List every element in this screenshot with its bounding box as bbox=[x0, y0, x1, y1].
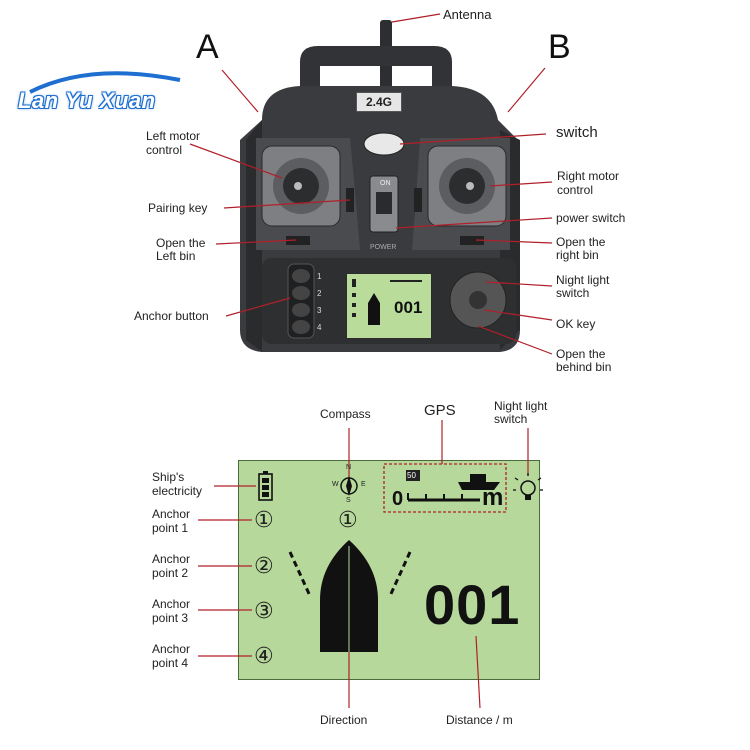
direction-label: Direction bbox=[320, 713, 368, 727]
anchor-button-number-3: 3 bbox=[317, 306, 322, 315]
corner-b-label: B bbox=[548, 28, 571, 66]
switch-label: switch bbox=[556, 124, 598, 141]
distance-value: 001 bbox=[424, 573, 521, 636]
anchor-point-2-label-2: point 2 bbox=[152, 566, 189, 580]
left-motor-label-1: Left motor bbox=[146, 129, 201, 143]
gps-label: GPS bbox=[424, 402, 456, 419]
anchor-point-4-label-2: point 4 bbox=[152, 656, 189, 670]
anchor-point-4-label-1: Anchor bbox=[152, 642, 191, 656]
open-behind-bin-label-2: behind bin bbox=[556, 360, 612, 374]
open-left-bin-label-1: Open the bbox=[156, 236, 206, 250]
anchor-button-number-4: 4 bbox=[317, 323, 322, 332]
anchor-point-3-indicator: ③ bbox=[254, 598, 274, 623]
ships-electricity-label-2: electricity bbox=[152, 484, 203, 498]
anchor-point-3-label-1: Anchor bbox=[152, 597, 191, 611]
corner-a-label: A bbox=[196, 28, 219, 66]
open-behind-bin-label-1: Open the bbox=[556, 347, 606, 361]
compass-e: E bbox=[361, 481, 366, 488]
right-motor-label-2: control bbox=[557, 183, 594, 197]
gps-zero: 0 bbox=[392, 488, 404, 510]
anchor-point-4-indicator: ④ bbox=[254, 643, 274, 668]
anchor-point-2-indicator: ② bbox=[254, 553, 274, 578]
anchor-button-number-2: 2 bbox=[317, 289, 322, 298]
gps-box-number: 50 bbox=[407, 471, 416, 480]
logo-swoosh-icon bbox=[29, 71, 181, 94]
open-right-bin-label-1: Open the bbox=[556, 235, 606, 249]
open-left-bin-label-2: Left bin bbox=[156, 249, 196, 263]
on-label: ON bbox=[380, 180, 391, 187]
anchor-button-label: Anchor button bbox=[134, 309, 209, 323]
night-light-display-label-2: switch bbox=[494, 412, 528, 426]
gps-unit: m bbox=[482, 484, 504, 511]
ships-electricity-label-1: Ship's bbox=[152, 470, 185, 484]
brand-logo: Lan Yu Xuan bbox=[18, 88, 156, 113]
mini-distance-value: 001 bbox=[394, 298, 423, 317]
switch-lens-icon bbox=[363, 132, 405, 156]
anchor-point-1-label-1: Anchor bbox=[152, 507, 191, 521]
active-anchor-indicator: ① bbox=[338, 507, 358, 532]
mini-display-graphics bbox=[352, 279, 422, 325]
mini-boat-icon bbox=[368, 293, 380, 325]
night-light-label-1: Night light bbox=[556, 273, 610, 287]
ok-key-label: OK key bbox=[556, 317, 596, 331]
night-light-display-label-1: Night light bbox=[494, 399, 548, 413]
anchor-point-1-label-2: point 1 bbox=[152, 521, 189, 535]
distance-label: Distance / m bbox=[446, 713, 513, 727]
left-motor-label-2: control bbox=[146, 143, 183, 157]
right-motor-label-1: Right motor bbox=[557, 169, 620, 183]
pairing-key-label: Pairing key bbox=[148, 201, 208, 215]
compass-s: S bbox=[346, 497, 351, 504]
controller-mini-display bbox=[346, 273, 432, 339]
open-right-bin-label-2: right bin bbox=[556, 248, 599, 262]
anchor-button-number-1: 1 bbox=[317, 272, 322, 281]
night-light-label-2: switch bbox=[556, 286, 590, 300]
antenna-label: Antenna bbox=[443, 7, 492, 22]
frequency-badge: 2.4G bbox=[356, 92, 402, 112]
anchor-point-1-indicator: ① bbox=[254, 507, 274, 532]
controller-illustration bbox=[29, 13, 553, 355]
handle-icon bbox=[300, 46, 452, 110]
anchor-point-3-label-2: point 3 bbox=[152, 611, 189, 625]
power-label: POWER bbox=[370, 244, 397, 251]
compass-w: W bbox=[332, 481, 339, 488]
power-switch-label: power switch bbox=[556, 211, 626, 225]
anchor-point-2-label-1: Anchor bbox=[152, 552, 191, 566]
compass-label: Compass bbox=[320, 407, 371, 421]
compass-n: N bbox=[346, 464, 352, 471]
